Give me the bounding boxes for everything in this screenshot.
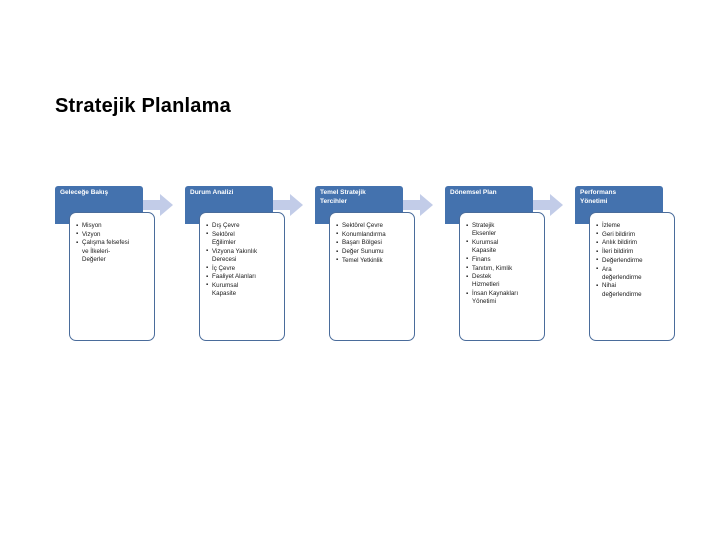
list-item: Konumlandırma — [336, 230, 411, 239]
list-item: Sektörel Eğilimler — [206, 230, 281, 247]
stage-bullet-list: Sektörel ÇevreKonumlandırmaBaşarı Bölges… — [336, 221, 411, 265]
right-arrow-icon — [143, 194, 173, 216]
stage-bullet-list: Stratejik EksenlerKurumsal KapasiteFinan… — [466, 221, 541, 307]
stage-header-label: Geleceğe Bakış — [60, 189, 109, 196]
list-item: Faaliyet Alanları — [206, 273, 281, 281]
list-item: İnsan Kaynakları Yönetimi — [466, 290, 541, 306]
stage-header-label: Temel Stratejik Tercihler — [320, 189, 366, 205]
list-item: İleri bildirim — [596, 248, 671, 256]
list-item: Vizyon — [76, 230, 151, 239]
list-item: Destek Hizmetleri — [466, 273, 541, 289]
list-item: Sektörel Çevre — [336, 221, 411, 230]
list-item: Ara değerlendirme — [596, 265, 671, 282]
right-arrow-icon — [533, 194, 563, 216]
process-stage-1[interactable]: Geleceğe BakışMisyonVizyonÇalışma felsef… — [55, 186, 155, 346]
right-arrow-icon — [273, 194, 303, 216]
list-item: Nihai değerlendirme — [596, 282, 671, 298]
list-item: Misyon — [76, 221, 151, 230]
stage-bullet-list: MisyonVizyonÇalışma felsefesi ve İlkeler… — [76, 221, 151, 264]
list-item: Kurumsal Kapasite — [206, 281, 281, 298]
page-title: Stratejik Planlama — [55, 95, 231, 117]
list-item: Anlık bildirim — [596, 239, 671, 247]
stage-bullet-list: Dış ÇevreSektörel EğilimlerVizyona Yakın… — [206, 221, 281, 298]
stage-card-4[interactable]: Stratejik EksenlerKurumsal KapasiteFinan… — [459, 212, 545, 341]
list-item: Geri bildirim — [596, 230, 671, 239]
process-stage-5[interactable]: Performans YönetimiİzlemeGeri bildirimAn… — [575, 186, 675, 346]
list-item: Kurumsal Kapasite — [466, 238, 541, 255]
list-item: İç Çevre — [206, 264, 281, 273]
stage-card-5[interactable]: İzlemeGeri bildirimAnlık bildirimİleri b… — [589, 212, 675, 341]
list-item: Stratejik Eksenler — [466, 221, 541, 238]
list-item: Başarı Bölgesi — [336, 239, 411, 247]
stage-card-3[interactable]: Sektörel ÇevreKonumlandırmaBaşarı Bölges… — [329, 212, 415, 341]
list-item: Vizyona Yakınlık Derecesi — [206, 247, 281, 264]
stage-header-label: Dönemsel Plan — [450, 189, 497, 196]
list-item: Dış Çevre — [206, 221, 281, 230]
strategic-planning-process-diagram: Geleceğe BakışMisyonVizyonÇalışma felsef… — [0, 186, 720, 351]
right-arrow-icon — [403, 194, 433, 216]
list-item: Tanıtım, Kimlik — [466, 264, 541, 273]
list-item: Finans — [466, 255, 541, 264]
stage-bullet-list: İzlemeGeri bildirimAnlık bildirimİleri b… — [596, 221, 671, 299]
list-item: Çalışma felsefesi ve İlkeleri- Değerler — [76, 239, 151, 264]
process-stage-4[interactable]: Dönemsel PlanStratejik EksenlerKurumsal … — [445, 186, 545, 346]
process-stage-2[interactable]: Durum AnaliziDış ÇevreSektörel Eğilimler… — [185, 186, 285, 346]
list-item: İzleme — [596, 221, 671, 230]
stage-card-1[interactable]: MisyonVizyonÇalışma felsefesi ve İlkeler… — [69, 212, 155, 341]
stage-card-2[interactable]: Dış ÇevreSektörel EğilimlerVizyona Yakın… — [199, 212, 285, 341]
stage-header-label: Performans Yönetimi — [580, 189, 617, 205]
list-item: Değer Sunumu — [336, 248, 411, 256]
list-item: Temel Yetkinlik — [336, 256, 411, 265]
stage-header-label: Durum Analizi — [190, 189, 234, 196]
process-stage-3[interactable]: Temel Stratejik TercihlerSektörel ÇevreK… — [315, 186, 415, 346]
list-item: Değerlendirme — [596, 256, 671, 265]
